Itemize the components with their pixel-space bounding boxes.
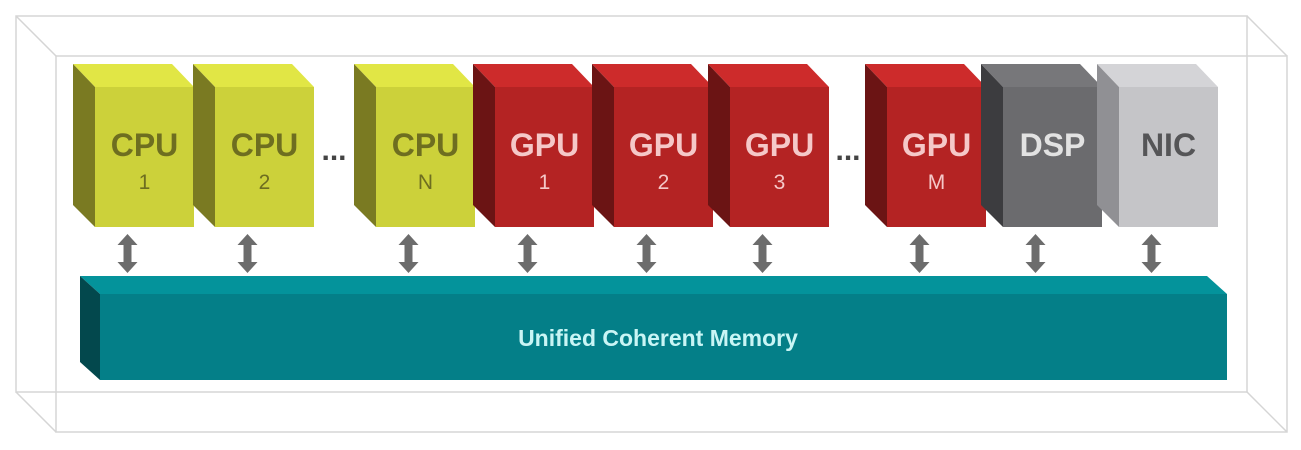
ellipsis-cpu: ... [321, 134, 346, 167]
unit-gpu-2: GPU 2 [592, 64, 713, 227]
unit-cpu-2: CPU 2 [193, 64, 314, 227]
unit-top-face [592, 64, 713, 87]
unit-label: GPU [745, 127, 814, 163]
unit-top-face [865, 64, 986, 87]
unified-memory-block: Unified Coherent Memory [80, 276, 1227, 380]
memory-front-face [100, 294, 1227, 380]
unit-index: 1 [539, 171, 551, 194]
bidirectional-arrow-icon [752, 234, 773, 273]
memory-label: Unified Coherent Memory [518, 325, 798, 351]
unit-top-face [1097, 64, 1218, 87]
unit-side-face [193, 64, 215, 227]
unit-label: GPU [629, 127, 698, 163]
unit-top-face [708, 64, 829, 87]
unit-nic-single: NIC [1097, 64, 1218, 227]
unit-label: CPU [231, 127, 299, 163]
unit-side-face [473, 64, 495, 227]
unit-front-face [95, 87, 194, 227]
unit-label: CPU [111, 127, 179, 163]
frame-edge-bottom-left [15, 391, 57, 433]
unit-side-face [981, 64, 1003, 227]
bidirectional-arrow-icon [909, 234, 930, 273]
unit-dsp-single: DSP [981, 64, 1102, 227]
bidirectional-arrow-icon [1141, 234, 1162, 273]
bidirectional-arrow-icon [517, 234, 538, 273]
unit-index: 3 [774, 171, 786, 194]
unit-side-face [354, 64, 376, 227]
unit-side-face [865, 64, 887, 227]
unit-index: N [418, 171, 433, 194]
unit-label: NIC [1141, 127, 1196, 163]
unit-cpu-N: CPU N [354, 64, 475, 227]
unit-top-face [981, 64, 1102, 87]
enclosure-frame [15, 15, 1288, 433]
bidirectional-arrow-icon [117, 234, 138, 273]
bidirectional-arrow-icon [1025, 234, 1046, 273]
unit-front-face [614, 87, 713, 227]
bidirectional-arrow-icon [636, 234, 657, 273]
unit-front-face [495, 87, 594, 227]
unit-index: 1 [139, 171, 151, 194]
unit-gpu-1: GPU 1 [473, 64, 594, 227]
unit-label: GPU [510, 127, 579, 163]
unit-front-face [1003, 87, 1102, 227]
bidirectional-arrow-icon [237, 234, 258, 273]
frame-edge-top-left [15, 15, 57, 57]
unit-side-face [592, 64, 614, 227]
unit-front-face [376, 87, 475, 227]
ellipsis-separators: ... ... [321, 134, 860, 167]
unit-front-face [887, 87, 986, 227]
unit-index: M [928, 171, 946, 194]
memory-side-face [80, 276, 100, 380]
unit-cpu-1: CPU 1 [73, 64, 194, 227]
interconnect-arrows [117, 234, 1162, 273]
unit-side-face [1097, 64, 1119, 227]
frame-edge-bottom-right [1246, 391, 1288, 433]
unit-front-face [730, 87, 829, 227]
unit-side-face [708, 64, 730, 227]
unit-front-face [1119, 87, 1218, 227]
unit-index: 2 [259, 171, 271, 194]
unit-side-face [73, 64, 95, 227]
unit-label: GPU [902, 127, 971, 163]
unit-gpu-3: GPU 3 [708, 64, 829, 227]
frame-back-face [55, 55, 1288, 433]
processing-units: CPU 1 CPU 2 CPU N GPU 1 GPU 2 GPU 3 GPU M DSP NIC [73, 64, 1218, 227]
unit-gpu-M: GPU M [865, 64, 986, 227]
unit-top-face [193, 64, 314, 87]
unit-top-face [73, 64, 194, 87]
unit-label: DSP [1020, 127, 1086, 163]
unit-index: 2 [658, 171, 670, 194]
ellipsis-gpu: ... [835, 134, 860, 167]
memory-top-face [80, 276, 1227, 294]
frame-edge-top-right [1246, 15, 1288, 57]
unit-top-face [354, 64, 475, 87]
unit-front-face [215, 87, 314, 227]
frame-front-face [15, 15, 1248, 393]
unit-top-face [473, 64, 594, 87]
bidirectional-arrow-icon [398, 234, 419, 273]
unit-label: CPU [392, 127, 460, 163]
